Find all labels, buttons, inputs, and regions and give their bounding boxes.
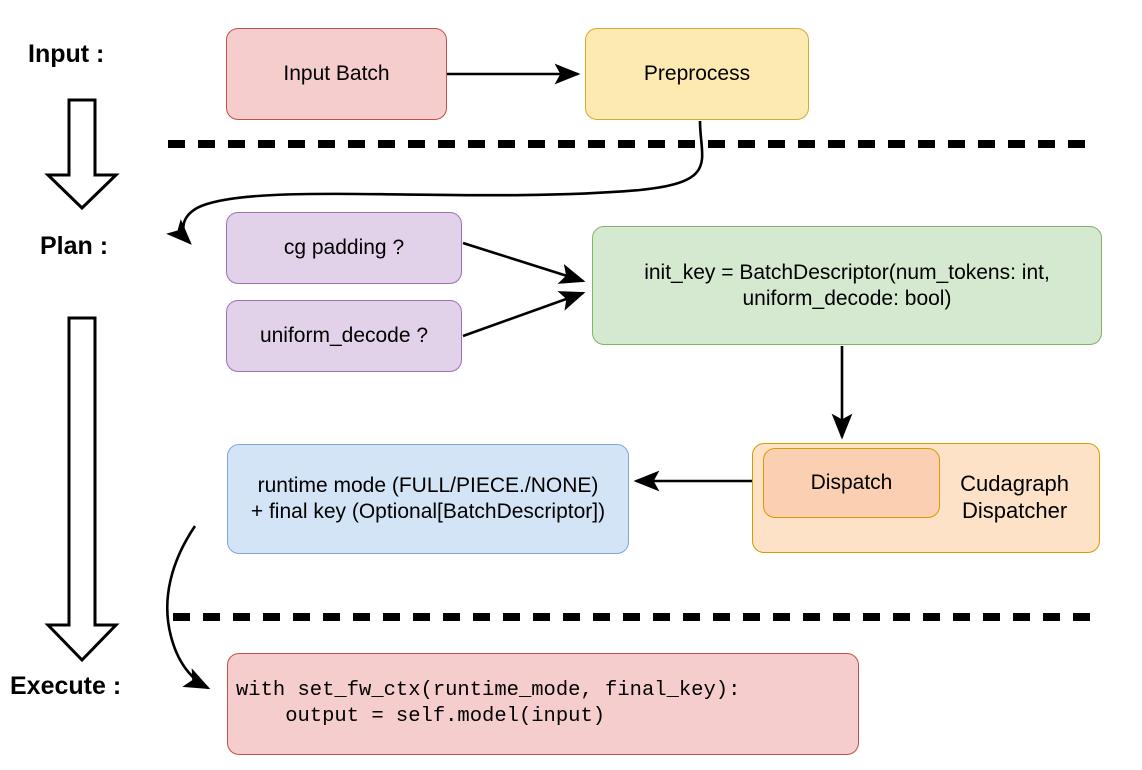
node-execute-code[interactable]: with set_fw_ctx(runtime_mode, final_key)… [227, 653, 859, 755]
stage-label-input: Input : [28, 40, 105, 68]
node-label: cg padding ? [283, 236, 405, 260]
node-dispatch[interactable]: Dispatch [763, 448, 940, 518]
node-init-key[interactable]: init_key = BatchDescriptor(num_tokens: i… [592, 226, 1102, 345]
flow-connectors [165, 63, 853, 690]
node-preprocess[interactable]: Preprocess [585, 28, 809, 120]
stage-label-plan: Plan : [40, 232, 109, 260]
stage-label-execute: Execute : [10, 672, 122, 700]
conn-uniform-decode-to-init-key [462, 291, 586, 338]
node-input-batch[interactable]: Input Batch [226, 28, 447, 120]
stage-flow-arrows [44, 98, 120, 663]
stage-arrow-plan-to-execute [44, 316, 120, 663]
node-label: Preprocess [643, 62, 751, 86]
node-label: runtime mode (FULL/PIECE./NONE)+ final k… [250, 474, 606, 523]
node-label: Input Batch [283, 62, 390, 86]
node-label: Dispatch [810, 471, 893, 495]
node-runtime-mode[interactable]: runtime mode (FULL/PIECE./NONE)+ final k… [227, 444, 629, 554]
conn-cg-padding-to-init-key [462, 241, 586, 284]
stage-arrow-input-to-plan [44, 98, 120, 211]
node-label: uniform_decode ? [259, 324, 429, 348]
node-uniform-decode[interactable]: uniform_decode ? [226, 300, 462, 372]
conn-runtime-mode-to-execute [165, 525, 211, 690]
node-label: init_key = BatchDescriptor(num_tokens: i… [644, 260, 1050, 310]
node-cg-padding[interactable]: cg padding ? [226, 212, 462, 284]
